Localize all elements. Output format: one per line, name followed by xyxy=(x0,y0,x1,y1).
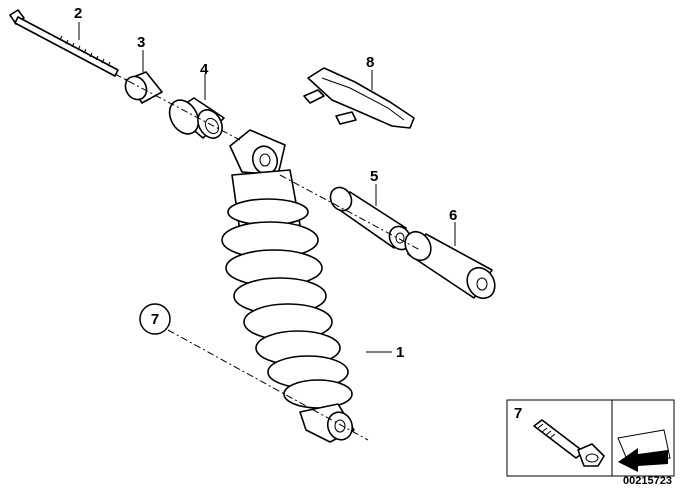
callout-6: 6 xyxy=(449,207,457,224)
doc-number: 00215723 xyxy=(623,475,672,487)
inset-box-part-7: 7 xyxy=(506,399,613,477)
callout-4: 4 xyxy=(200,61,209,78)
bushing-part-4: 4 xyxy=(168,61,225,139)
bracket-part-8: 8 xyxy=(303,54,415,129)
inset-callout-7: 7 xyxy=(514,405,522,422)
callout-8: 8 xyxy=(366,54,374,71)
inset-box-arrow: 00215723 xyxy=(611,399,675,487)
callout-1: 1 xyxy=(396,344,404,361)
sleeve-part-6: 6 xyxy=(404,207,496,300)
shock-absorber-part-1: 1 xyxy=(221,129,404,443)
callout-7-circle: 7 xyxy=(139,303,171,335)
callout-7-circle-label: 7 xyxy=(151,311,159,328)
axis-line-top xyxy=(114,73,241,141)
sleeve-part-3: 3 xyxy=(124,34,163,104)
bolt-part-2: 2 xyxy=(9,5,119,77)
axis-line-right xyxy=(279,174,421,251)
direction-arrow-icon xyxy=(618,448,668,472)
callout-2: 2 xyxy=(74,5,82,22)
axis-line-bottom xyxy=(167,329,369,441)
callout-3: 3 xyxy=(137,34,145,51)
callout-5: 5 xyxy=(370,168,378,185)
